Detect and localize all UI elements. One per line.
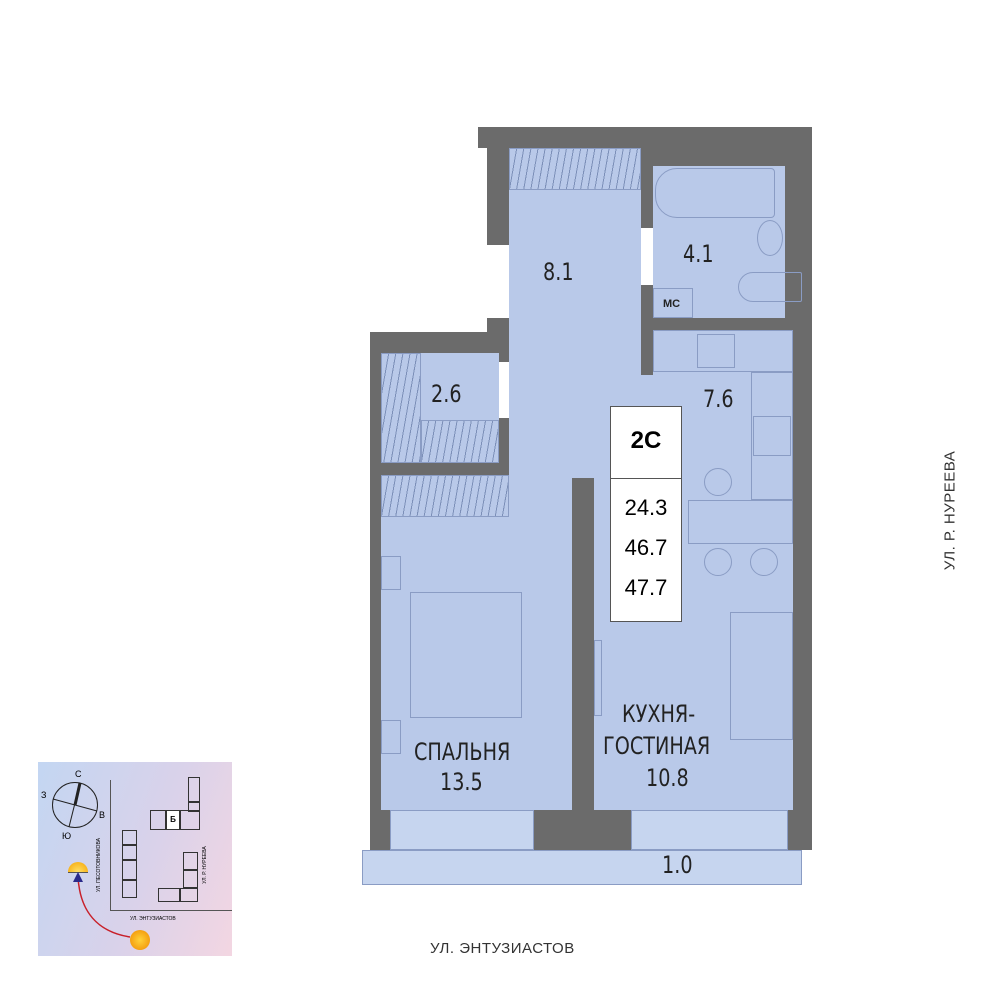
bedroom-wall-right bbox=[572, 465, 594, 850]
kitchen-area: 7.6 bbox=[703, 385, 734, 413]
minimap-street-bottom: УЛ. ЭНТУЗИАСТОВ bbox=[130, 916, 176, 922]
minimap-street-left: УЛ. ПЕСОТОВНИКОВА bbox=[95, 838, 102, 892]
living-area-total: 24.3 bbox=[624, 495, 668, 520]
compass-east: В bbox=[99, 810, 106, 820]
total-area: 46.7 bbox=[624, 535, 668, 560]
bathtub bbox=[655, 168, 775, 218]
tv bbox=[594, 640, 602, 716]
kitchen-counter-top bbox=[653, 330, 793, 372]
balcony-area: 1.0 bbox=[662, 851, 693, 879]
bedroom-floor bbox=[381, 475, 572, 810]
living-area: 10.8 bbox=[646, 764, 689, 792]
sun-path-arrow-icon bbox=[73, 872, 131, 938]
stool bbox=[704, 468, 732, 496]
balcony-floor bbox=[362, 850, 802, 885]
building-label: Б bbox=[170, 815, 176, 824]
kitchen-counter-right bbox=[751, 372, 793, 500]
hall-area: 8.1 bbox=[543, 258, 574, 286]
nightstand-bottom bbox=[381, 720, 401, 754]
closet-area: 2.6 bbox=[431, 380, 462, 408]
toilet bbox=[738, 272, 802, 302]
utility-box: МС bbox=[653, 288, 693, 318]
apartment-info-box: 2С 24.3 46.7 47.7 bbox=[610, 406, 682, 622]
hall-wardrobe bbox=[509, 148, 641, 190]
compass-north: С bbox=[75, 769, 82, 779]
bedroom-area: 13.5 bbox=[440, 768, 483, 796]
sink bbox=[757, 220, 783, 256]
living-name-2: ГОСТИНАЯ bbox=[603, 732, 711, 760]
chair-right bbox=[750, 548, 778, 576]
bath-wall-bottom bbox=[653, 318, 793, 330]
bedroom-wardrobe bbox=[381, 475, 509, 517]
bathroom-area: 4.1 bbox=[683, 240, 714, 268]
compass-icon bbox=[52, 782, 98, 828]
closet-shelf-bottom bbox=[421, 420, 499, 463]
stove bbox=[753, 416, 791, 456]
entrance-door-opening bbox=[487, 245, 509, 318]
sun-icon bbox=[130, 930, 150, 950]
location-minimap: С З В Ю Б УЛ. ЭНТУЗИАСТОВ УЛ. ПЕСОТОВНИК… bbox=[38, 762, 232, 956]
closet-wall-top bbox=[370, 332, 509, 353]
chair-left bbox=[704, 548, 732, 576]
closet-shelf-left bbox=[381, 353, 421, 463]
hall-wall-left-upper bbox=[487, 127, 509, 245]
building-marker: Б bbox=[166, 810, 180, 830]
compass-west: З bbox=[41, 790, 47, 800]
outer-wall-top bbox=[478, 127, 812, 148]
closet-wall-right bbox=[499, 418, 509, 465]
closet-wall-left bbox=[370, 332, 381, 850]
bath-wall-left-lower bbox=[641, 285, 653, 375]
total-area-with-balcony: 47.7 bbox=[624, 575, 668, 600]
apartment-type: 2С bbox=[630, 427, 662, 454]
compass-needle-icon bbox=[52, 782, 98, 828]
street-bottom: УЛ. ЭНТУЗИАСТОВ bbox=[430, 940, 575, 957]
bed bbox=[410, 592, 522, 718]
minimap-street-right: УЛ. Р. НУРЕЕВА bbox=[201, 846, 208, 884]
bedroom-name: СПАЛЬНЯ bbox=[414, 738, 511, 766]
bedroom-window bbox=[390, 810, 534, 850]
bath-wall-left-upper bbox=[641, 148, 653, 228]
compass-south: Ю bbox=[62, 831, 72, 841]
kitchen-sink bbox=[697, 334, 735, 368]
living-name-1: КУХНЯ- bbox=[622, 700, 696, 728]
closet-wall-bottom bbox=[370, 463, 509, 475]
utility-label: МС bbox=[663, 298, 681, 310]
living-window-door bbox=[631, 810, 788, 850]
dining-table bbox=[688, 500, 793, 544]
sofa bbox=[730, 612, 793, 740]
street-right: УЛ. Р. НУРЕЕВА bbox=[941, 450, 959, 571]
nightstand-top bbox=[381, 556, 401, 590]
bath-wall-top bbox=[653, 148, 785, 166]
